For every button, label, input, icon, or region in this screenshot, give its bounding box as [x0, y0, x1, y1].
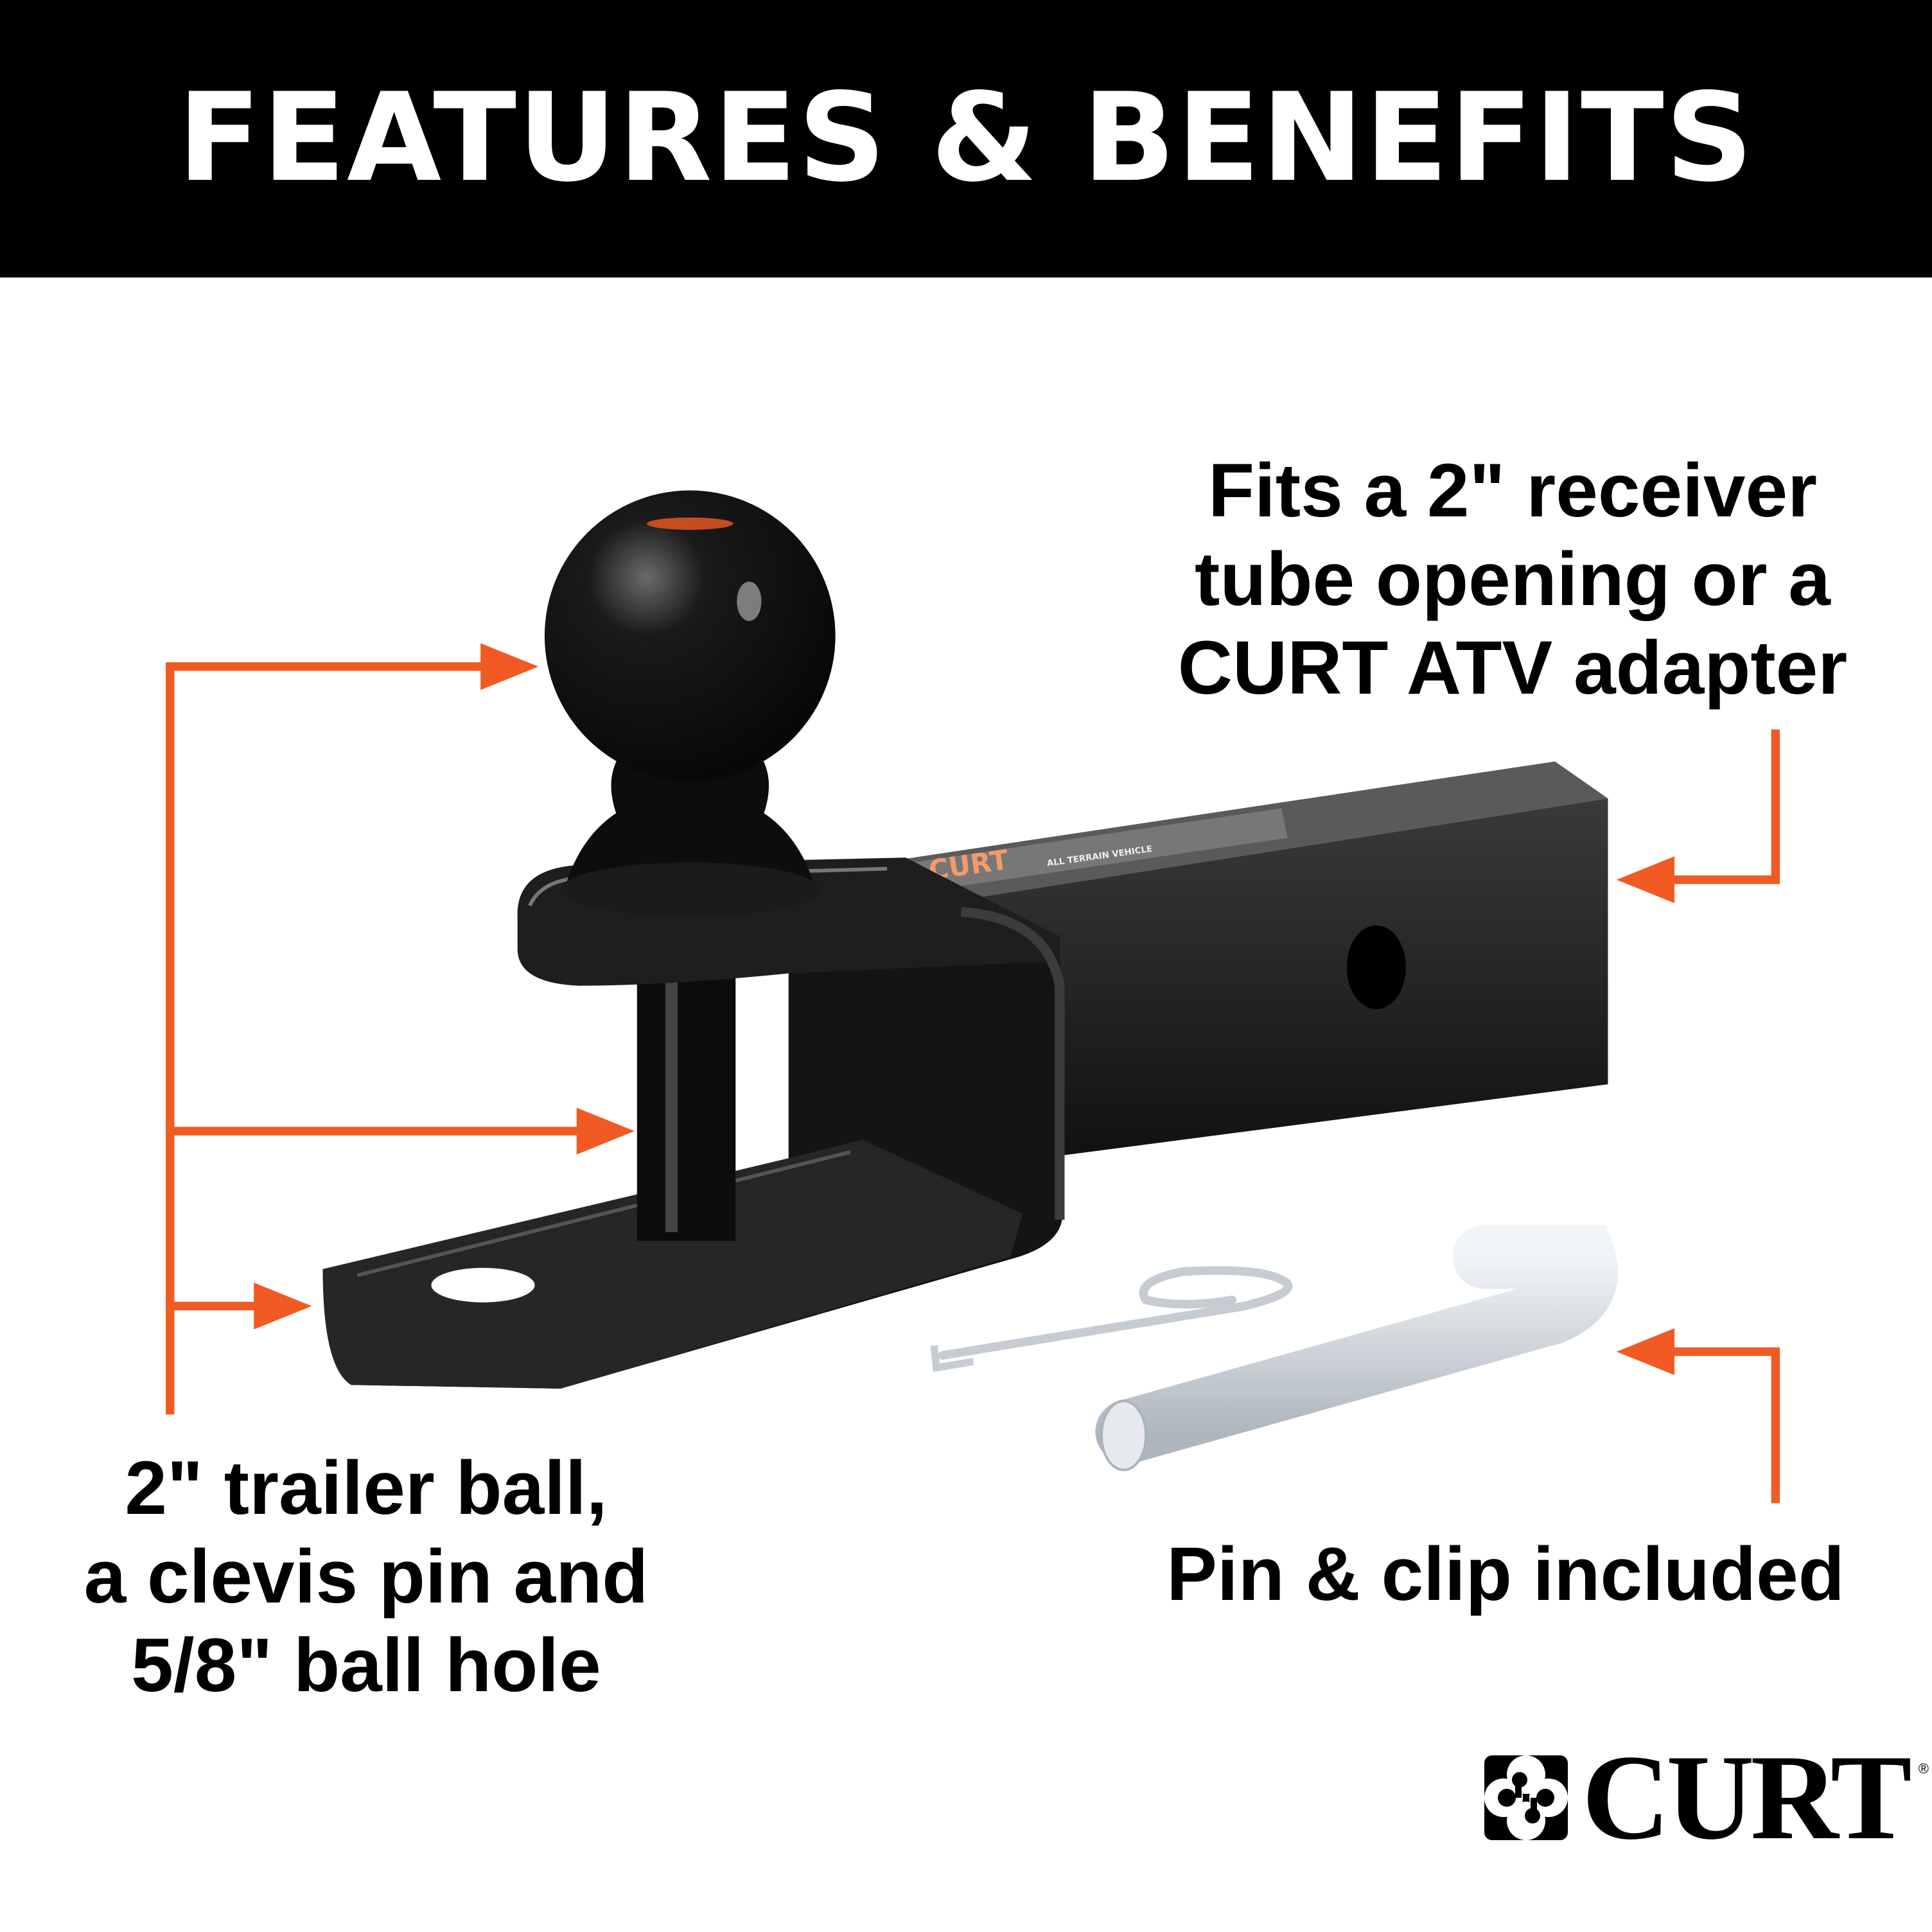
pin-hole	[1346, 925, 1406, 1010]
callout-line-receiver	[1669, 729, 1780, 884]
callout-line: a clevis pin and	[83, 1534, 649, 1619]
callout-ball: 2" trailer ball, a clevis pin and 5/8" b…	[84, 1444, 649, 1710]
hitch-pin-and-clip	[930, 1224, 1619, 1471]
callout-line: Pin & clip included	[1166, 1532, 1845, 1617]
callout-line: Fits a 2" receiver	[1208, 448, 1818, 533]
callout-lines	[166, 662, 1780, 1504]
logo-wordmark: CURT	[1582, 1730, 1912, 1865]
callout-pin: Pin & clip included	[1166, 1530, 1845, 1619]
registered-mark: ®	[1918, 1761, 1929, 1777]
callout-receiver: Fits a 2" receiver tube opening or a CUR…	[1178, 446, 1847, 712]
header-banner: FEATURES & BENEFITS	[0, 0, 1932, 277]
arrow-left-icon	[1616, 1328, 1675, 1375]
arrow-right-icon	[254, 1283, 312, 1330]
callout-line-ball	[166, 662, 487, 1415]
receiver-shank: CURT ALL TERRAIN VEHICLE	[897, 761, 1608, 1156]
ball-hole	[431, 1268, 535, 1303]
callout-line: 5/8" ball hole	[131, 1623, 601, 1708]
callout-line: CURT ATV adapter	[1177, 626, 1848, 710]
page-title: FEATURES & BENEFITS	[177, 66, 1755, 209]
ball-mount-bracket	[322, 857, 1065, 1389]
arrow-right-icon	[576, 1107, 635, 1155]
curt-clover-icon	[1484, 1755, 1568, 1840]
arrow-left-icon	[1616, 856, 1675, 904]
curt-logo: CURT ®	[1484, 1730, 1929, 1865]
clevis-pin	[637, 967, 736, 1241]
callout-line-pin	[1669, 1347, 1780, 1504]
arrow-right-icon	[480, 643, 539, 690]
callout-line: 2" trailer ball,	[125, 1446, 608, 1531]
trailer-ball	[544, 490, 836, 917]
callout-line: tube opening or a	[1195, 537, 1831, 622]
